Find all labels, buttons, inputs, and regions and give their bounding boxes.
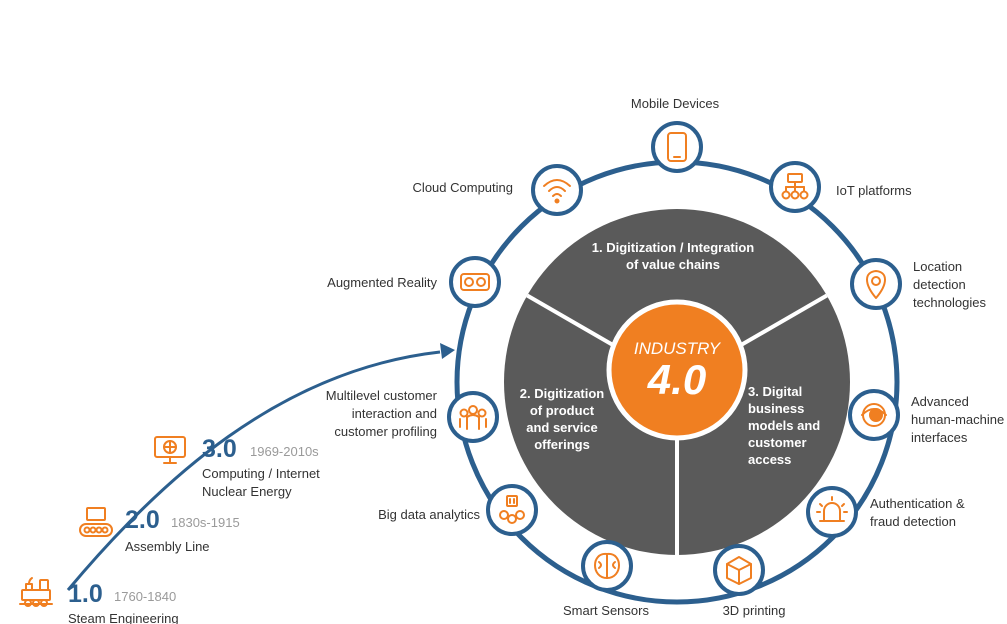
timeline-years: 1760-1840 [114, 589, 176, 604]
timeline-version: 1.0 [68, 580, 103, 608]
ring-item-label: IoT platforms [836, 183, 912, 198]
timeline-version: 3.0 [202, 435, 237, 463]
segment-label-line: of value chains [626, 257, 720, 272]
ring-item: 3D printing [713, 544, 786, 618]
ring-node [806, 486, 858, 538]
center-big-text: 4.0 [647, 356, 706, 403]
ring-item-label: Big data analytics [378, 507, 480, 522]
segment-label-line: models and [748, 418, 820, 433]
ring-item-label-line: interfaces [911, 430, 968, 445]
ring-item: Mobile Devices [631, 96, 720, 173]
timeline-version: 2.0 [125, 506, 160, 534]
ring-node [531, 164, 583, 216]
ring-item: Cloud Computing [413, 164, 583, 216]
ring-item-label-line: technologies [913, 295, 986, 310]
ring-item-label: 3D printing [723, 603, 786, 618]
ring-item-label: Smart Sensors [563, 603, 649, 618]
arrow-head [440, 343, 455, 359]
ring-item-label-line: interaction and [352, 406, 437, 421]
ring-item-label-line: 3D printing [723, 603, 786, 618]
ring-item-label-line: Advanced [911, 394, 969, 409]
ring-item-label-line: Smart Sensors [563, 603, 649, 618]
ring-item-label: Mobile Devices [631, 96, 720, 111]
timeline-event-line: Assembly Line [125, 539, 210, 554]
network-icon [781, 173, 809, 200]
ring-item-label-line: detection [913, 277, 966, 292]
ring-item: Location detection technologies [850, 258, 986, 310]
ring-item-label: Authentication & fraud detection [870, 496, 965, 529]
ring-item-label-line: fraud detection [870, 514, 956, 529]
segment-label: 1. Digitization / Integration of value ch… [592, 240, 755, 272]
timeline-years: 1969-2010s [250, 444, 319, 459]
people-icon [459, 405, 487, 430]
tablet-icon [667, 132, 687, 162]
location-pin-icon [866, 270, 886, 299]
train-icon [19, 577, 53, 607]
ring-node [449, 256, 501, 308]
wifi-icon [543, 179, 571, 204]
computer-icon [154, 436, 186, 464]
ring-item-label: Advanced human-machine interfaces [911, 394, 1004, 445]
segment-label-line: access [748, 452, 791, 467]
center-top-text: INDUSTRY [634, 339, 722, 358]
segment-label-line: 2. Digitization [520, 386, 605, 401]
center-circle [606, 299, 748, 441]
eye-icon [861, 403, 887, 427]
segment-label-line: and service [526, 420, 598, 435]
ring-item-label-line: Multilevel customer [326, 388, 438, 403]
brain-icon [594, 552, 620, 579]
ring-node [651, 121, 703, 173]
segment-label-line: business [748, 401, 804, 416]
conveyor-icon [79, 507, 113, 537]
ring-item-label-line: IoT platforms [836, 183, 912, 198]
timeline-event-line: Computing / Internet [202, 466, 320, 481]
ring-item: Smart Sensors [563, 540, 649, 618]
segment-label-line: offerings [534, 437, 590, 452]
timeline-event-line: Nuclear Energy [202, 484, 292, 499]
ring-node [447, 391, 499, 443]
timeline-event: Assembly Line [125, 539, 210, 554]
ring-item: Authentication & fraud detection [806, 486, 965, 538]
data-icon [499, 495, 525, 524]
timeline-event: Steam Engineering [68, 611, 179, 624]
timeline-arrow [66, 350, 441, 591]
timeline-years: 1830s-1915 [171, 515, 240, 530]
segment-label: 2. Digitization of product and service offe… [520, 386, 605, 452]
segment-label-line: 3. Digital [748, 384, 802, 399]
ring-item-label-line: Mobile Devices [631, 96, 720, 111]
segment-label: 3. Digital business models and customer acce… [748, 384, 820, 467]
ring-item-label: Multilevel customer interaction and custom… [326, 388, 438, 439]
ring-item-label-line: Big data analytics [378, 507, 480, 522]
ring-item-label-line: Augmented Reality [327, 275, 437, 290]
ring-item: Augmented Reality [327, 256, 501, 308]
ring-item: Advanced human-machine interfaces [848, 389, 1004, 445]
segment-label-line: of product [530, 403, 595, 418]
ring-item-label-line: Cloud Computing [413, 180, 513, 195]
vr-goggles-icon [460, 273, 490, 291]
ring-item-label: Location detection technologies [913, 259, 986, 310]
ring-node [486, 484, 538, 536]
cube-icon [726, 556, 752, 585]
alarm-icon [816, 496, 848, 522]
timeline-event-line: Steam Engineering [68, 611, 179, 624]
ring-item-label-line: human-machine [911, 412, 1004, 427]
segment-label-line: customer [748, 435, 807, 450]
ring-item: IoT platforms [769, 161, 912, 213]
ring-item-label-line: Authentication & [870, 496, 965, 511]
ring-item-label-line: Location [913, 259, 962, 274]
segment-label-line: 1. Digitization / Integration [592, 240, 755, 255]
ring-item-label: Augmented Reality [327, 275, 437, 290]
ring-item-label-line: customer profiling [334, 424, 437, 439]
ring-item: Multilevel customer interaction and custom… [326, 388, 499, 443]
ring-item-label: Cloud Computing [413, 180, 513, 195]
ring-item: Big data analytics [378, 484, 538, 536]
